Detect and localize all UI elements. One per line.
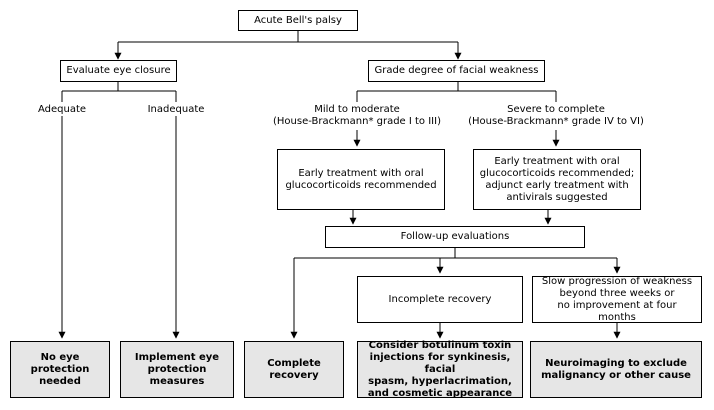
label-severe-to-complete: Severe to complete (House-Brackmann* gra… — [468, 104, 644, 127]
node-acute-bells-palsy: Acute Bell's palsy — [238, 10, 358, 31]
label-inadequate: Inadequate — [147, 104, 205, 115]
connector-grade — [356, 82, 557, 102]
node-implement-eye-protection: Implement eye protection measures — [120, 341, 234, 398]
node-grade-facial-weakness: Grade degree of facial weakness — [368, 60, 545, 82]
node-complete-recovery: Complete recovery — [244, 341, 344, 398]
connector-followup — [294, 248, 617, 259]
node-follow-up-evaluations: Follow-up evaluations — [325, 226, 585, 248]
connector-root — [118, 30, 458, 43]
node-incomplete-recovery: Incomplete recovery — [357, 276, 523, 323]
node-neuroimaging: Neuroimaging to exclude malignancy or ot… — [530, 341, 702, 398]
node-evaluate-eye-closure: Evaluate eye closure — [60, 60, 177, 82]
node-no-eye-protection: No eye protection needed — [10, 341, 110, 398]
label-adequate: Adequate — [37, 104, 87, 115]
node-botulinum-toxin: Consider botulinum toxin injections for … — [357, 340, 523, 399]
node-early-oral-glucocorticoids: Early treatment with oral glucocorticoid… — [277, 149, 445, 210]
node-early-oral-with-antivirals: Early treatment with oral glucocorticoid… — [473, 149, 641, 210]
node-slow-progression: Slow progression of weakness beyond thre… — [532, 276, 702, 323]
connector-eye-closure — [61, 82, 177, 102]
label-mild-to-moderate: Mild to moderate (House-Brackmann* grade… — [273, 104, 441, 127]
